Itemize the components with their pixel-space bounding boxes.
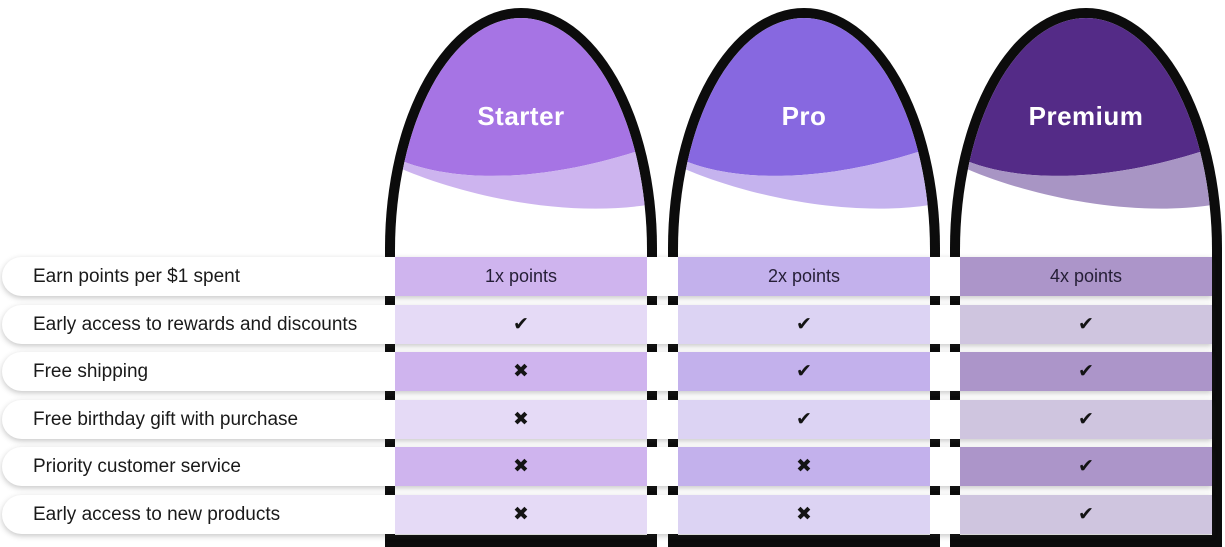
- feature-label: Early access to rewards and discounts: [33, 314, 358, 335]
- feature-row: Free birthday gift with purchase ✖ ✔ ✔: [2, 400, 1212, 439]
- feature-cell: ✖: [395, 447, 647, 486]
- feature-cell: ✔: [678, 352, 930, 391]
- feature-cell: ✔: [395, 305, 647, 344]
- feature-row: Earn points per $1 spent 1x points 2x poi…: [2, 257, 1212, 296]
- feature-label: Earn points per $1 spent: [33, 266, 241, 287]
- feature-cell: ✔: [678, 305, 930, 344]
- feature-cell: 1x points: [395, 257, 647, 296]
- cross-icon: ✖: [513, 455, 529, 477]
- header-wave-graphic: [395, 18, 647, 209]
- feature-cell: ✔: [960, 495, 1212, 534]
- feature-cell: 4x points: [960, 257, 1212, 296]
- feature-cell: ✖: [678, 495, 930, 534]
- feature-cell: ✔: [960, 305, 1212, 344]
- feature-label: Priority customer service: [33, 456, 241, 477]
- cross-icon: ✖: [513, 408, 529, 430]
- check-icon: ✔: [1078, 503, 1094, 525]
- feature-label: Early access to new products: [33, 504, 281, 525]
- header-wave-graphic: [960, 18, 1212, 209]
- feature-cell: ✖: [395, 495, 647, 534]
- check-icon: ✔: [796, 408, 812, 430]
- points-value: 4x points: [1049, 266, 1123, 286]
- plan-title: Pro: [781, 101, 827, 131]
- feature-cell: ✔: [960, 352, 1212, 391]
- feature-label: Free shipping: [33, 361, 149, 382]
- feature-cell: ✖: [395, 400, 647, 439]
- check-icon: ✔: [1078, 360, 1094, 382]
- plan-title: Premium: [1028, 101, 1144, 131]
- feature-cell: ✔: [960, 447, 1212, 486]
- feature-row: Free shipping ✖ ✔ ✔: [2, 352, 1212, 391]
- cross-icon: ✖: [796, 503, 812, 525]
- cross-icon: ✖: [513, 360, 529, 382]
- cross-icon: ✖: [796, 455, 812, 477]
- points-value: 2x points: [767, 266, 841, 286]
- feature-cell: ✔: [678, 400, 930, 439]
- feature-row: Early access to new products ✖ ✖ ✔: [2, 495, 1212, 534]
- check-icon: ✔: [513, 313, 529, 335]
- points-value: 1x points: [484, 266, 558, 286]
- feature-row: Early access to rewards and discounts ✔ ✔…: [2, 305, 1212, 344]
- check-icon: ✔: [796, 360, 812, 382]
- check-icon: ✔: [796, 313, 812, 335]
- feature-label: Free birthday gift with purchase: [33, 409, 299, 430]
- check-icon: ✔: [1078, 455, 1094, 477]
- plan-title: Starter: [477, 101, 565, 131]
- feature-cell: 2x points: [678, 257, 930, 296]
- feature-row: Priority customer service ✖ ✖ ✔: [2, 447, 1212, 486]
- cross-icon: ✖: [513, 503, 529, 525]
- feature-cell: ✔: [960, 400, 1212, 439]
- header-wave-graphic: [678, 18, 930, 209]
- feature-cell: ✖: [395, 352, 647, 391]
- check-icon: ✔: [1078, 408, 1094, 430]
- feature-cell: ✖: [678, 447, 930, 486]
- check-icon: ✔: [1078, 313, 1094, 335]
